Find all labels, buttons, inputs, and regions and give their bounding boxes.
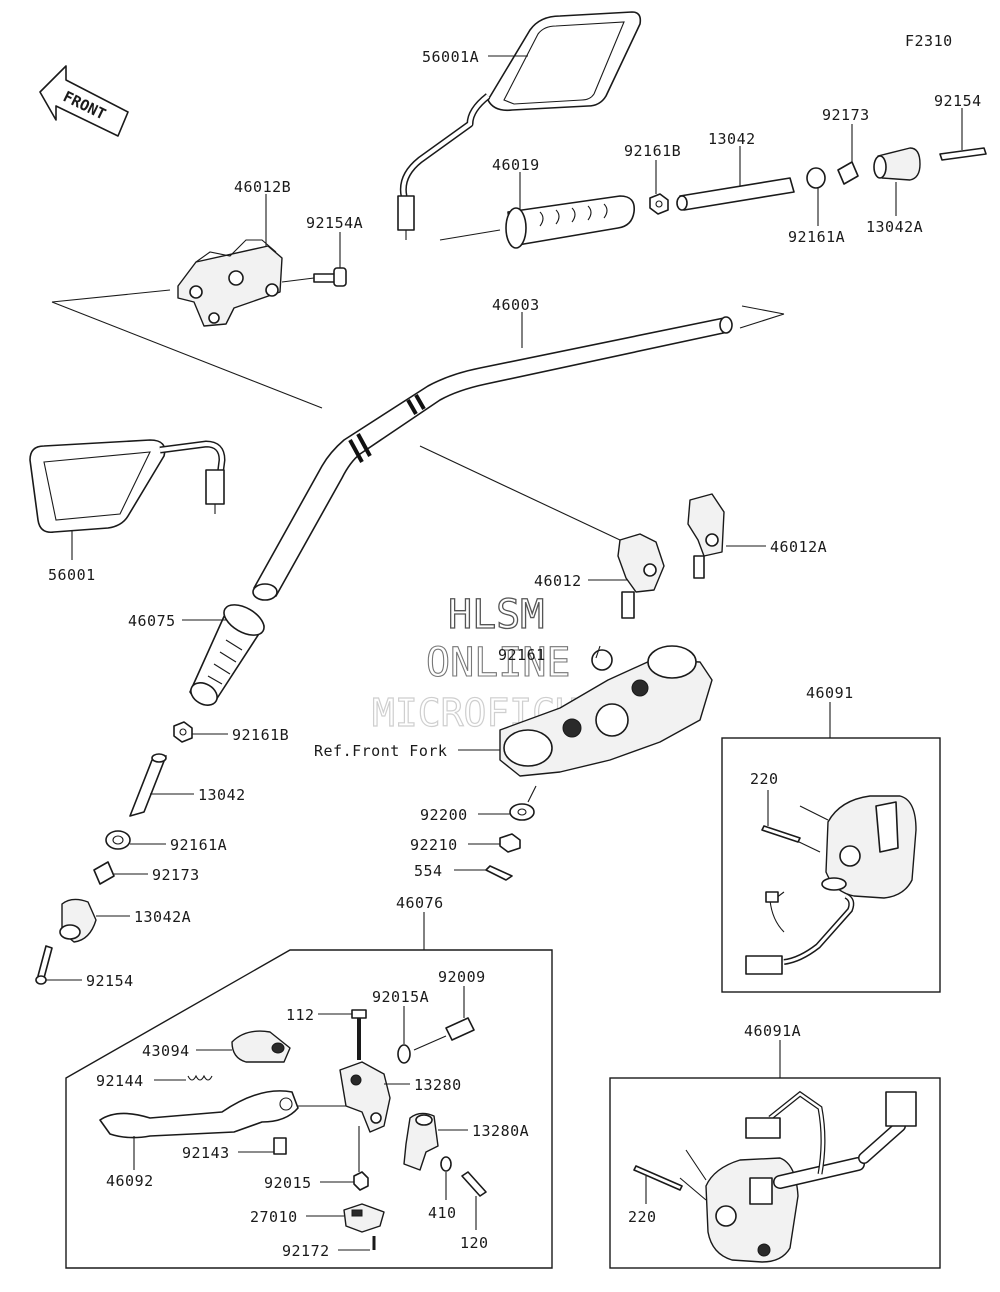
part-label-56001A: 56001A [422, 48, 479, 66]
part-label-92154-top: 92154 [934, 92, 982, 110]
part-label-220-lh: 220 [628, 1208, 657, 1226]
part-label-46012B: 46012B [234, 178, 291, 196]
part-label-27010: 27010 [250, 1208, 298, 1226]
weight-rod-left-icon [129, 753, 167, 817]
part-label-92009: 92009 [438, 968, 486, 986]
part-label-46091A: 46091A [744, 1022, 801, 1040]
brake-lever-icon [99, 1090, 299, 1139]
part-label-46075: 46075 [128, 612, 176, 630]
bar-end-left-icon [59, 898, 97, 943]
grip-left-icon [189, 604, 265, 706]
bushing-92161A-top-icon [806, 167, 826, 189]
weight-rod-top-icon [676, 177, 795, 211]
spring-92144-icon [187, 1074, 213, 1081]
bolt-92154A-icon [313, 267, 347, 287]
part-label-43094: 43094 [142, 1042, 190, 1060]
clip-92173-left-icon [93, 861, 115, 885]
part-label-92143: 92143 [182, 1144, 230, 1162]
rh-switch-frame [721, 737, 941, 993]
handlebar-holder-46012-icon [617, 533, 665, 619]
handlebar-holder-46012A-icon [687, 493, 725, 579]
part-label-92161B-left: 92161B [232, 726, 289, 744]
bolt-112-icon [351, 1009, 367, 1060]
part-label-46019: 46019 [492, 156, 540, 174]
part-label-410: 410 [428, 1204, 457, 1222]
part-label-46003: 46003 [492, 296, 540, 314]
part-label-92173-top: 92173 [822, 106, 870, 124]
watermark-line-2: ONLINE [426, 640, 571, 686]
part-label-13042A-top: 13042A [866, 218, 923, 236]
screw-220-lh-icon [633, 1165, 683, 1191]
cotter-pin-554-icon [485, 865, 513, 881]
screw-92009-icon [445, 1017, 475, 1041]
part-label-46092: 46092 [106, 1172, 154, 1190]
mirror-right-icon [397, 11, 642, 240]
brake-lever-frame [65, 949, 553, 1269]
part-label-554: 554 [414, 862, 443, 880]
part-label-112: 112 [286, 1006, 315, 1024]
mirror-left-icon [29, 439, 226, 534]
part-label-46012: 46012 [534, 572, 582, 590]
part-label-120: 120 [460, 1234, 489, 1252]
part-label-92161: 92161 [498, 646, 546, 664]
collar-92143-icon [273, 1137, 287, 1155]
part-label-13280: 13280 [414, 1076, 462, 1094]
part-label-92154A: 92154A [306, 214, 363, 232]
part-label-92144: 92144 [96, 1072, 144, 1090]
brake-switch-27010-icon [343, 1203, 385, 1233]
washer-410-icon [440, 1156, 452, 1172]
rh-switch-housing-icon [745, 795, 917, 975]
adjuster-43094-icon [231, 1030, 291, 1063]
part-label-13042A-left: 13042A [134, 908, 191, 926]
clip-92173-top-icon [837, 161, 859, 185]
part-label-46012A: 46012A [770, 538, 827, 556]
ref-front-fork-label: Ref.Front Fork [314, 742, 447, 760]
handlebar-icon [252, 316, 733, 601]
nut-92161B-left-icon [173, 721, 193, 743]
lh-switch-frame [609, 1077, 941, 1269]
part-label-92200: 92200 [420, 806, 468, 824]
part-label-13042-top: 13042 [708, 130, 756, 148]
screw-120-icon [461, 1171, 487, 1197]
nut-92161B-top-icon [649, 193, 669, 215]
part-label-92161A-left: 92161A [170, 836, 227, 854]
figure-code: F2310 [905, 32, 953, 50]
part-label-13042-left: 13042 [198, 786, 246, 804]
front-arrow-icon: FRONT [39, 65, 129, 137]
bushing-92161A-left-icon [105, 830, 131, 850]
part-label-220-rh: 220 [750, 770, 779, 788]
clamp-13280A-icon [403, 1112, 439, 1171]
bar-end-top-icon [873, 147, 921, 181]
bolt-92154-top-icon [939, 147, 987, 161]
part-label-13280A: 13280A [472, 1122, 529, 1140]
washer-92200-icon [509, 803, 535, 821]
grip-right-icon [505, 195, 636, 249]
part-label-92173-left: 92173 [152, 866, 200, 884]
bolt-92154-left-icon [35, 945, 53, 985]
part-label-92172: 92172 [282, 1242, 330, 1260]
part-label-46076: 46076 [396, 894, 444, 912]
screw-220-rh-icon [761, 825, 801, 843]
washer-92015A-icon [397, 1044, 411, 1064]
part-label-92154-left: 92154 [86, 972, 134, 990]
bracket-13280-icon [339, 1061, 391, 1133]
part-label-56001: 56001 [48, 566, 96, 584]
part-label-92161A-top: 92161A [788, 228, 845, 246]
handlebar-clamp-upper-icon [177, 239, 283, 327]
part-label-92015A: 92015A [372, 988, 429, 1006]
nut-92015-icon [353, 1171, 369, 1191]
part-label-92161B-top: 92161B [624, 142, 681, 160]
part-label-92015: 92015 [264, 1174, 312, 1192]
part-label-92210: 92210 [410, 836, 458, 854]
nut-92210-icon [499, 833, 521, 853]
watermark-line-1: HLSM [448, 592, 544, 638]
lh-switch-housing-icon [705, 1090, 917, 1263]
part-label-46091: 46091 [806, 684, 854, 702]
